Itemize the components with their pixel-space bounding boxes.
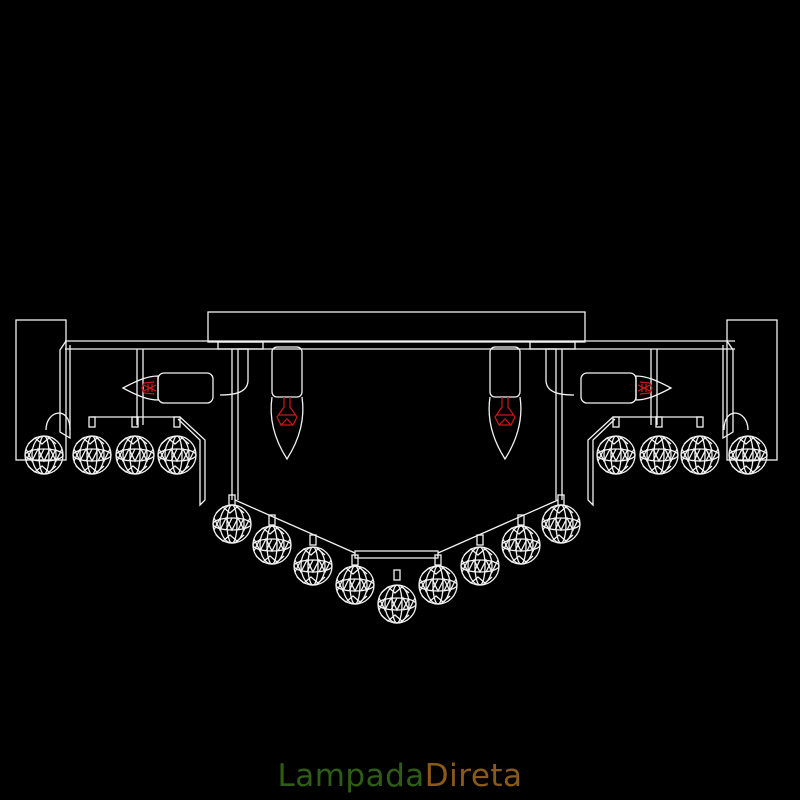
right-wall-bracket: [722, 319, 778, 461]
left-vertical-bulb: [270, 346, 304, 460]
center-crystal-garland: [212, 494, 581, 624]
left-crystal-arm: [24, 416, 206, 507]
left-horizontal-bulb: [122, 372, 214, 404]
right-crystal-arm: [587, 416, 768, 507]
right-vertical-bulb: [488, 346, 522, 460]
ceiling-plate: [207, 311, 586, 343]
center-posts: [136, 348, 658, 500]
watermark-logo: LampadaDireta: [0, 758, 800, 794]
watermark-part1: Lampada: [277, 758, 425, 794]
watermark-part2: Direta: [424, 758, 523, 794]
right-horizontal-bulb: [580, 372, 672, 404]
left-wall-bracket: [15, 319, 71, 461]
